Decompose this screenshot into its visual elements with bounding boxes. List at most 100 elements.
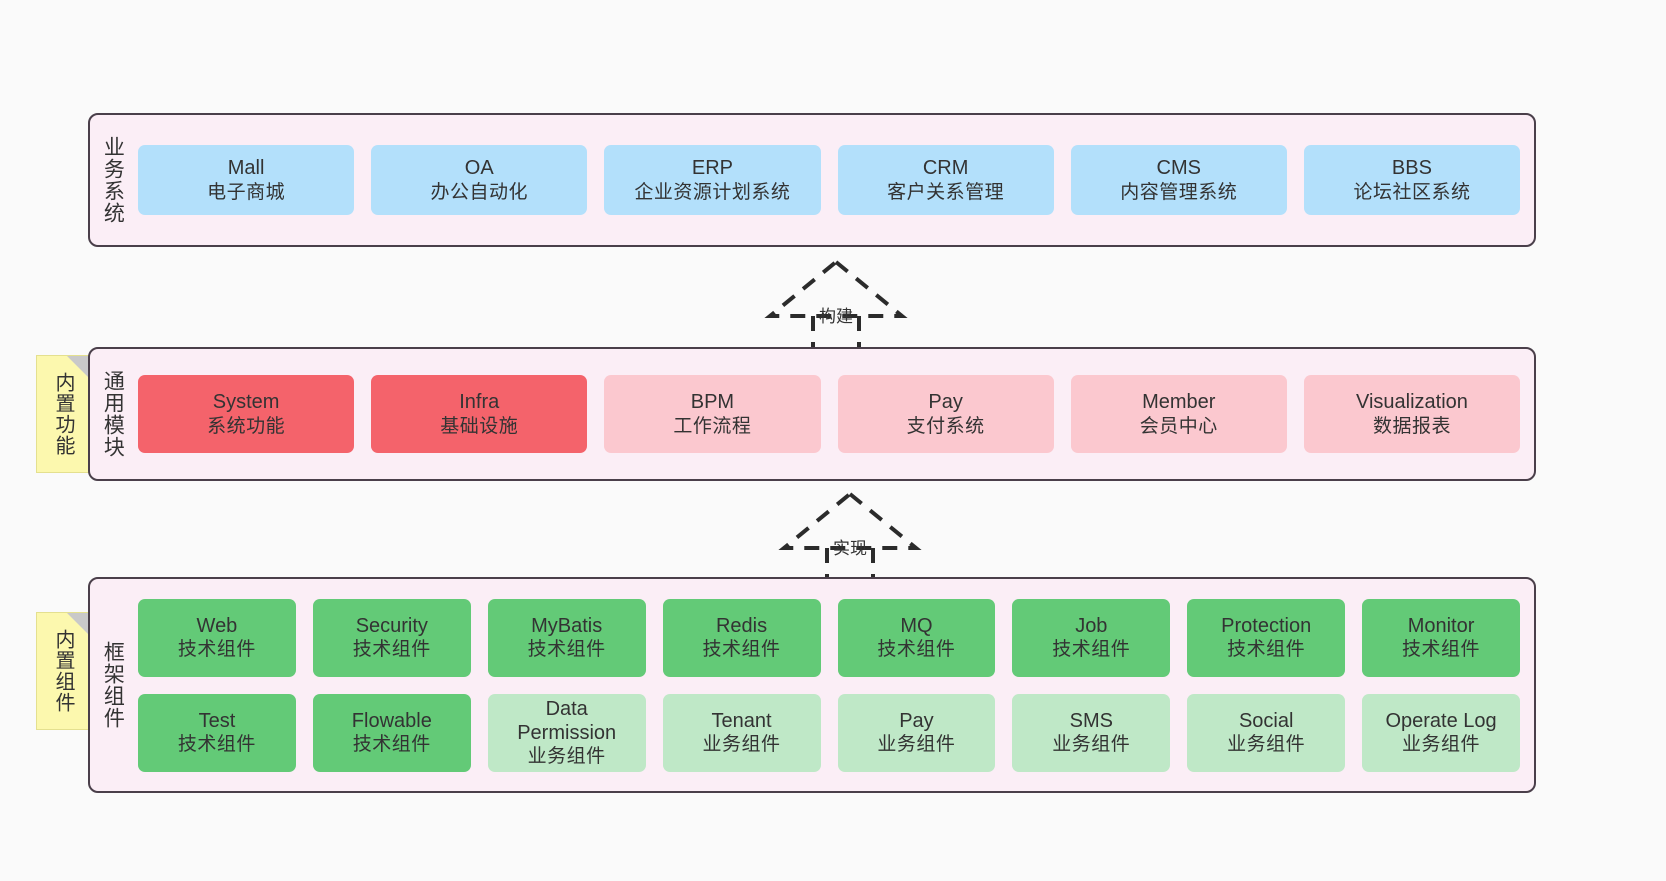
layer-business-system: 业务系统 Mall 电子商城 OA 办公自动化 ERP 企业资源计划系统 CRM… [88,113,1536,247]
module-subtitle: 办公自动化 [430,181,529,203]
module-subtitle: 系统功能 [207,415,286,437]
component-title: Flowable [351,709,432,732]
component-title: MyBatis [531,614,603,637]
component-title: Protection [1221,614,1312,637]
layer-body-business-system: Mall 电子商城 OA 办公自动化 ERP 企业资源计划系统 CRM 客户关系… [134,115,1534,245]
component-title: Security [355,614,428,637]
component-subtitle: 技术组件 [527,639,606,661]
module-card-oa[interactable]: OA 办公自动化 [371,145,588,215]
component-card-test[interactable]: Test 技术组件 [138,693,296,772]
module-subtitle: 支付系统 [906,415,985,437]
component-subtitle: 技术组件 [877,639,956,661]
component-subtitle: 技术组件 [177,639,256,661]
component-card-mq[interactable]: MQ 技术组件 [837,598,996,677]
component-card-monitor[interactable]: Monitor 技术组件 [1362,598,1520,677]
module-title: CRM [922,157,969,180]
component-title: Social [1238,709,1294,732]
component-subtitle: 业务组件 [527,746,606,768]
connector-implement-arrow: 实现 [770,490,930,582]
sticky-note-builtin-function: 内置功能 [36,355,90,473]
component-subtitle: 技术组件 [1402,639,1481,661]
component-card-tenant[interactable]: Tenant 业务组件 [662,693,821,772]
module-subtitle: 工作流程 [673,415,752,437]
component-subtitle: 业务组件 [877,734,956,756]
module-subtitle: 论坛社区系统 [1353,181,1471,203]
component-card-mybatis[interactable]: MyBatis 技术组件 [487,598,646,677]
module-subtitle: 内容管理系统 [1120,181,1238,203]
module-subtitle: 基础设施 [440,415,519,437]
dashed-generalization-arrow-icon [764,259,908,350]
sticky-note-label: 内置组件 [52,629,74,713]
module-card-cms[interactable]: CMS 内容管理系统 [1070,145,1287,215]
module-title: Visualization [1355,391,1468,414]
module-card-member[interactable]: Member 会员中心 [1070,375,1287,453]
component-subtitle: 技术组件 [352,639,431,661]
component-subtitle: 技术组件 [352,734,431,756]
component-subtitle: 技术组件 [702,639,781,661]
component-card-operate-log[interactable]: Operate Log 业务组件 [1362,693,1520,772]
component-title: Operate Log [1385,709,1497,732]
component-subtitle: 技术组件 [1227,639,1306,661]
component-title: Test [198,709,236,732]
component-title: SMS [1069,709,1113,732]
row: Test 技术组件 Flowable 技术组件 Data Permission … [138,693,1520,772]
module-title: OA [464,157,494,180]
module-subtitle: 数据报表 [1372,415,1451,437]
component-title: Job [1075,614,1108,637]
module-card-bpm[interactable]: BPM 工作流程 [604,375,821,453]
component-card-job[interactable]: Job 技术组件 [1012,598,1171,677]
module-card-mall[interactable]: Mall 电子商城 [138,145,355,215]
module-card-system[interactable]: System 系统功能 [138,375,355,453]
component-card-protection[interactable]: Protection 技术组件 [1187,598,1346,677]
module-title: Pay [928,391,963,414]
module-title: CMS [1156,157,1201,180]
layer-label-framework-component: 框架组件 [101,641,125,729]
layer-body-common-module: System 系统功能 Infra 基础设施 BPM 工作流程 Pay 支付系统… [134,349,1534,479]
module-title: Mall [227,157,265,180]
connector-build-arrow: 构建 [756,258,916,350]
row: System 系统功能 Infra 基础设施 BPM 工作流程 Pay 支付系统… [138,375,1521,453]
component-title: Tenant [711,709,772,732]
row: Web 技术组件 Security 技术组件 MyBatis 技术组件 Redi… [138,598,1520,677]
module-subtitle: 客户关系管理 [887,181,1005,203]
component-card-pay[interactable]: Pay 业务组件 [837,693,996,772]
component-title: Data Permission [517,697,617,744]
component-title: Web [196,614,238,637]
module-title: Infra [459,391,500,414]
component-card-web[interactable]: Web 技术组件 [138,598,296,677]
component-card-security[interactable]: Security 技术组件 [312,598,471,677]
module-subtitle: 会员中心 [1139,415,1218,437]
module-card-visualization[interactable]: Visualization 数据报表 [1303,375,1521,453]
connector-label-implement: 实现 [833,539,867,558]
module-title: ERP [691,157,733,180]
component-card-data-permission[interactable]: Data Permission 业务组件 [487,693,646,772]
component-card-social[interactable]: Social 业务组件 [1187,693,1346,772]
module-title: System [212,391,280,414]
row: Mall 电子商城 OA 办公自动化 ERP 企业资源计划系统 CRM 客户关系… [138,145,1521,215]
module-card-crm[interactable]: CRM 客户关系管理 [837,145,1054,215]
component-subtitle: 业务组件 [1402,734,1481,756]
module-card-pay[interactable]: Pay 支付系统 [837,375,1054,453]
connector-label-build: 构建 [819,307,853,326]
module-subtitle: 企业资源计划系统 [634,181,791,203]
component-title: MQ [900,614,933,637]
component-title: Monitor [1407,614,1475,637]
module-card-infra[interactable]: Infra 基础设施 [371,375,588,453]
component-title: Redis [715,614,768,637]
module-card-bbs[interactable]: BBS 论坛社区系统 [1303,145,1521,215]
component-title: Pay [899,709,934,732]
component-subtitle: 技术组件 [1052,639,1131,661]
module-card-erp[interactable]: ERP 企业资源计划系统 [604,145,821,215]
component-subtitle: 技术组件 [177,734,256,756]
component-card-redis[interactable]: Redis 技术组件 [662,598,821,677]
component-subtitle: 业务组件 [702,734,781,756]
module-subtitle: 电子商城 [207,181,286,203]
component-subtitle: 业务组件 [1227,734,1306,756]
layer-framework-component: 框架组件 Web 技术组件 Security 技术组件 MyBatis 技术组件… [88,577,1536,793]
layer-body-framework-component: Web 技术组件 Security 技术组件 MyBatis 技术组件 Redi… [134,579,1534,791]
component-card-sms[interactable]: SMS 业务组件 [1012,693,1171,772]
component-card-flowable[interactable]: Flowable 技术组件 [312,693,471,772]
module-title: Member [1142,391,1216,414]
module-title: BPM [690,391,735,414]
layer-label-business-system: 业务系统 [101,136,125,224]
